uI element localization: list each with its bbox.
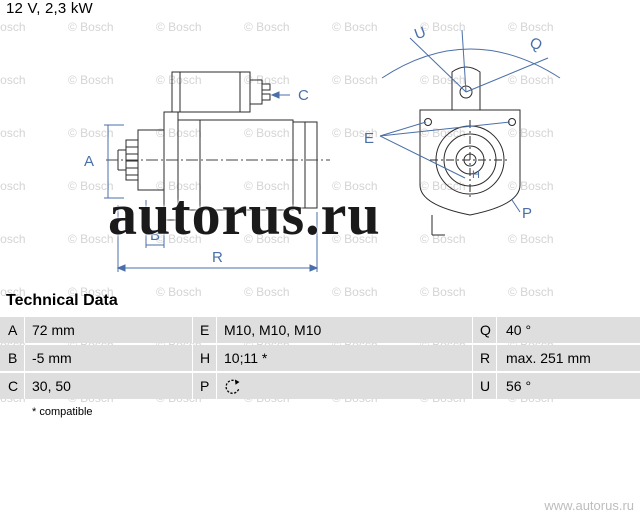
dim-label-h: H (472, 169, 480, 181)
dim-label-a: A (84, 153, 94, 170)
end-flange (419, 109, 521, 216)
key-h: H (200, 350, 211, 366)
key-c: C (8, 378, 19, 394)
table-row: B -5 mm H 10;11 * R max. 251 mm (0, 345, 640, 371)
dim-label-e: E (364, 130, 374, 147)
starter-technical-drawing: A B C R U Q E H (84, 24, 561, 272)
footer-watermark-url: www.autorus.ru (544, 498, 634, 513)
key-q: Q (480, 322, 491, 338)
mounting-ear (451, 66, 481, 110)
key-a: A (8, 322, 18, 338)
value-b: -5 mm (32, 350, 72, 366)
key-b: B (8, 350, 18, 366)
footnote: * compatible (32, 406, 93, 418)
value-h: 10;11 * (224, 350, 268, 366)
dim-label-q: Q (527, 34, 545, 54)
autorus-watermark: autorus.ru (108, 182, 381, 247)
table-row: C 30, 50 P U 56 ° (0, 373, 640, 399)
value-c: 30, 50 (32, 378, 71, 394)
value-e: M10, M10, M10 (224, 322, 322, 338)
dim-label-b: B (150, 227, 160, 244)
value-r: max. 251 mm (506, 350, 591, 366)
table-row: A 72 mm E M10, M10, M10 Q 40 ° (0, 317, 640, 343)
technical-data-heading: Technical Data (6, 292, 118, 309)
dim-label-r: R (212, 249, 223, 266)
dim-label-p: P (522, 205, 532, 222)
dim-label-u: U (412, 24, 428, 44)
value-u: 56 ° (506, 378, 532, 394)
value-a: 72 mm (32, 322, 75, 338)
value-q: 40 ° (506, 322, 532, 338)
key-u: U (480, 378, 491, 394)
value-p (224, 378, 242, 396)
counterclockwise-rotation-icon (225, 379, 240, 394)
solenoid-body (171, 71, 251, 113)
key-r: R (480, 350, 491, 366)
key-e: E (200, 322, 210, 338)
product-title: 12 V, 2,3 kW (6, 0, 93, 17)
dim-label-c: C (298, 87, 309, 104)
key-p: P (200, 378, 210, 394)
